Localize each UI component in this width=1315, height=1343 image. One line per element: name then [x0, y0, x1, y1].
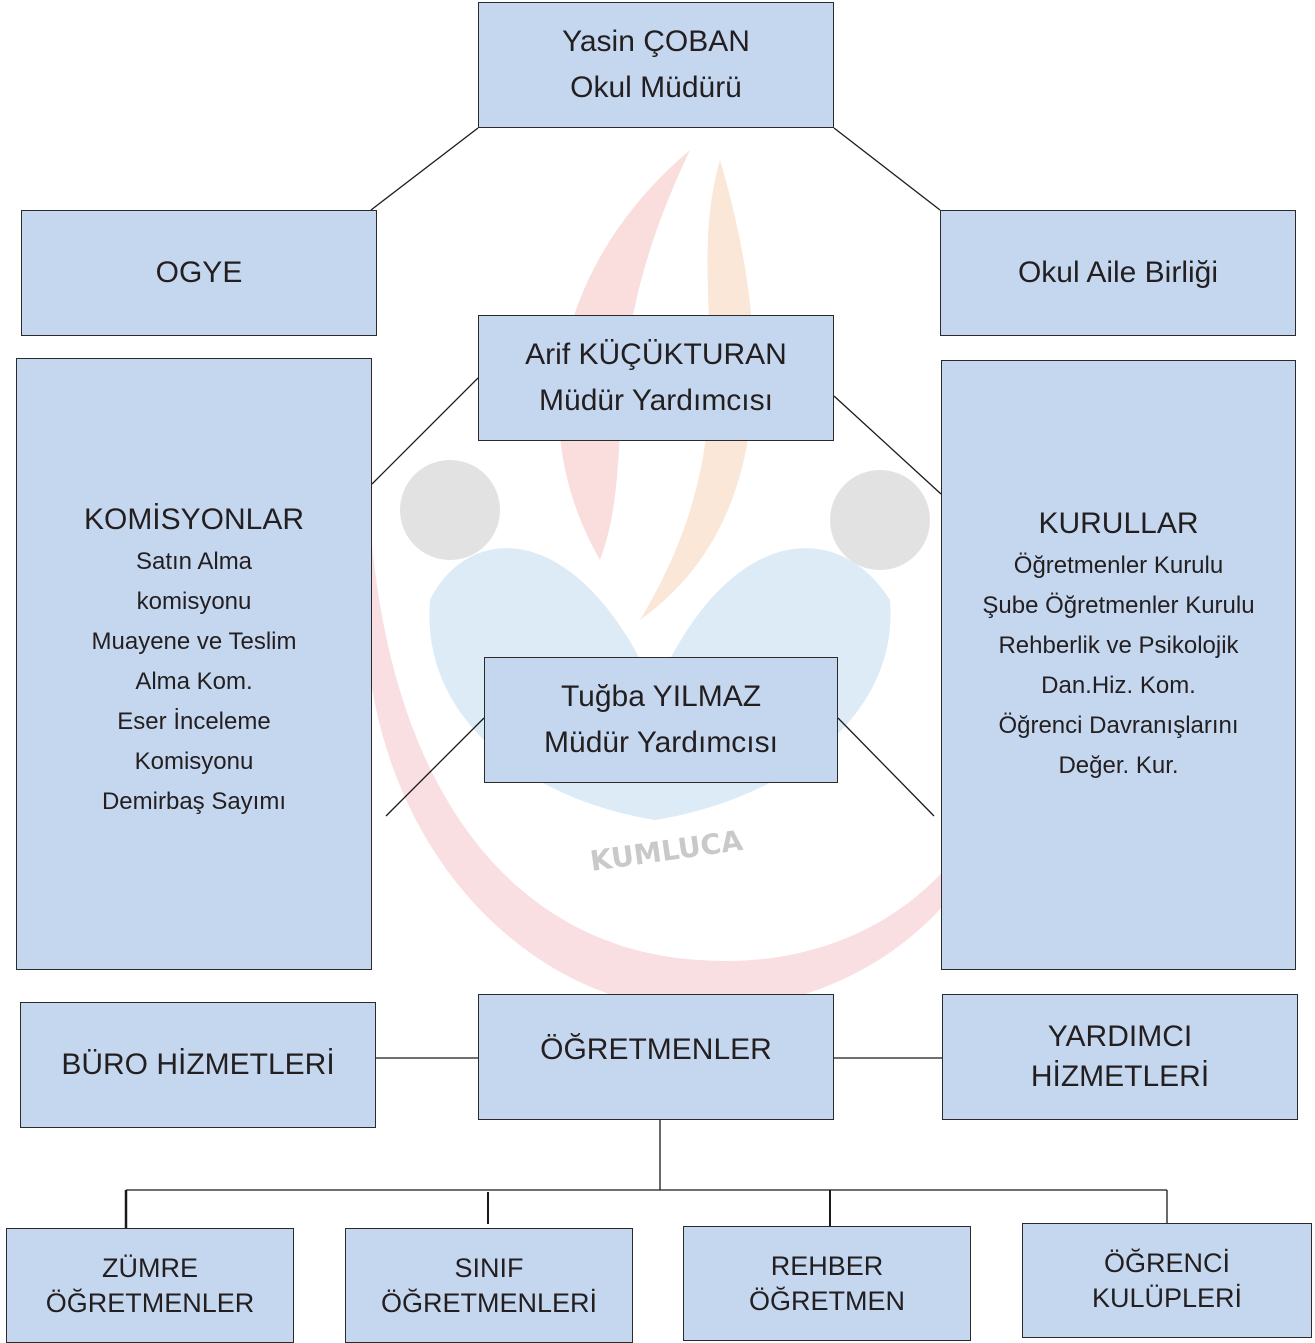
class-teachers-line2: ÖĞRETMENLERİ	[380, 1287, 598, 1318]
student-clubs-line2: KULÜPLERİ	[1091, 1282, 1243, 1313]
connector-principal-parent-union	[833, 127, 941, 211]
subject-teachers-line1: ZÜMRE	[102, 1252, 198, 1283]
guidance-teacher-line2: ÖĞRETMEN	[748, 1285, 905, 1316]
class-teachers-box: SINIF ÖĞRETMENLERİ	[345, 1228, 633, 1343]
commissions-item: Satın Alma	[135, 548, 253, 575]
guidance-teacher-line1: REHBER	[770, 1250, 884, 1281]
commissions-item: komisyonu	[136, 588, 252, 615]
subject-teachers-box: ZÜMRE ÖĞRETMENLER	[6, 1228, 294, 1343]
councils-item: Dan.Hiz. Kom.	[1041, 672, 1196, 699]
parent-union-label: Okul Aile Birliği	[1017, 256, 1219, 289]
councils-item: Rehberlik ve Psikolojik	[998, 632, 1239, 659]
principal-title: Okul Müdürü	[570, 71, 742, 104]
commissions-heading: KOMİSYONLAR	[83, 503, 305, 536]
support-services-line1: YARDIMCI	[1047, 1020, 1193, 1053]
principal-box: Yasin ÇOBAN Okul Müdürü	[478, 2, 834, 128]
connector-vp2-councils	[837, 717, 935, 817]
student-clubs-line1: ÖĞRENCİ	[1103, 1247, 1230, 1278]
vice-principal-2-name: Tuğba YILMAZ	[560, 680, 762, 713]
vice-principal-1-box: Arif KÜÇÜKTURAN Müdür Yardımcısı	[478, 315, 834, 441]
subject-teachers-line2: ÖĞRETMENLER	[45, 1287, 255, 1318]
office-services-box: BÜRO HİZMETLERİ	[20, 1002, 376, 1128]
councils-item: Öğretmenler Kurulu	[1013, 552, 1224, 579]
class-teachers-line1: SINIF	[454, 1252, 524, 1283]
ogye-label: OGYE	[155, 256, 243, 289]
emblem-head-right	[830, 470, 930, 570]
ogye-box: OGYE	[21, 210, 377, 336]
commissions-item: Muayene ve Teslim	[91, 628, 297, 655]
commissions-item: Alma Kom.	[135, 668, 253, 695]
connector-vp1-councils	[833, 395, 942, 495]
commissions-item: Eser İnceleme	[117, 708, 271, 735]
councils-item: Şube Öğretmenler Kurulu	[982, 592, 1255, 619]
councils-item: Öğrenci Davranışlarını	[998, 712, 1239, 739]
vice-principal-2-title: Müdür Yardımcısı	[544, 726, 778, 759]
teachers-box: ÖĞRETMENLER	[478, 994, 834, 1120]
teachers-label: ÖĞRETMENLER	[540, 1033, 772, 1066]
emblem-head-left	[400, 460, 500, 560]
councils-heading: KURULLAR	[1038, 507, 1199, 540]
vice-principal-2-box: Tuğba YILMAZ Müdür Yardımcısı	[484, 657, 838, 783]
student-clubs-box: ÖĞRENCİ KULÜPLERİ	[1022, 1223, 1312, 1338]
commissions-item: Demirbaş Sayımı	[101, 788, 287, 815]
connector-vp2-commissions	[385, 717, 485, 817]
connector-vp1-commissions	[371, 377, 479, 485]
vice-principal-1-title: Müdür Yardımcısı	[539, 384, 773, 417]
office-services-label: BÜRO HİZMETLERİ	[61, 1048, 335, 1081]
guidance-teacher-box: REHBER ÖĞRETMEN	[683, 1226, 971, 1341]
principal-name: Yasin ÇOBAN	[562, 25, 750, 58]
commissions-item: Komisyonu	[134, 748, 254, 775]
councils-item: Değer. Kur.	[1058, 752, 1179, 779]
emblem-flame-right	[640, 160, 754, 620]
parent-union-box: Okul Aile Birliği	[940, 210, 1296, 336]
connector-principal-ogye	[370, 127, 479, 211]
commissions-box: KOMİSYONLAR Satın Alma komisyonu Muayene…	[16, 358, 372, 970]
support-services-box: YARDIMCI HİZMETLERİ	[942, 994, 1298, 1120]
councils-box: KURULLAR Öğretmenler Kurulu Şube Öğretme…	[941, 360, 1296, 970]
support-services-line2: HİZMETLERİ	[1030, 1060, 1210, 1093]
vice-principal-1-name: Arif KÜÇÜKTURAN	[525, 338, 787, 371]
